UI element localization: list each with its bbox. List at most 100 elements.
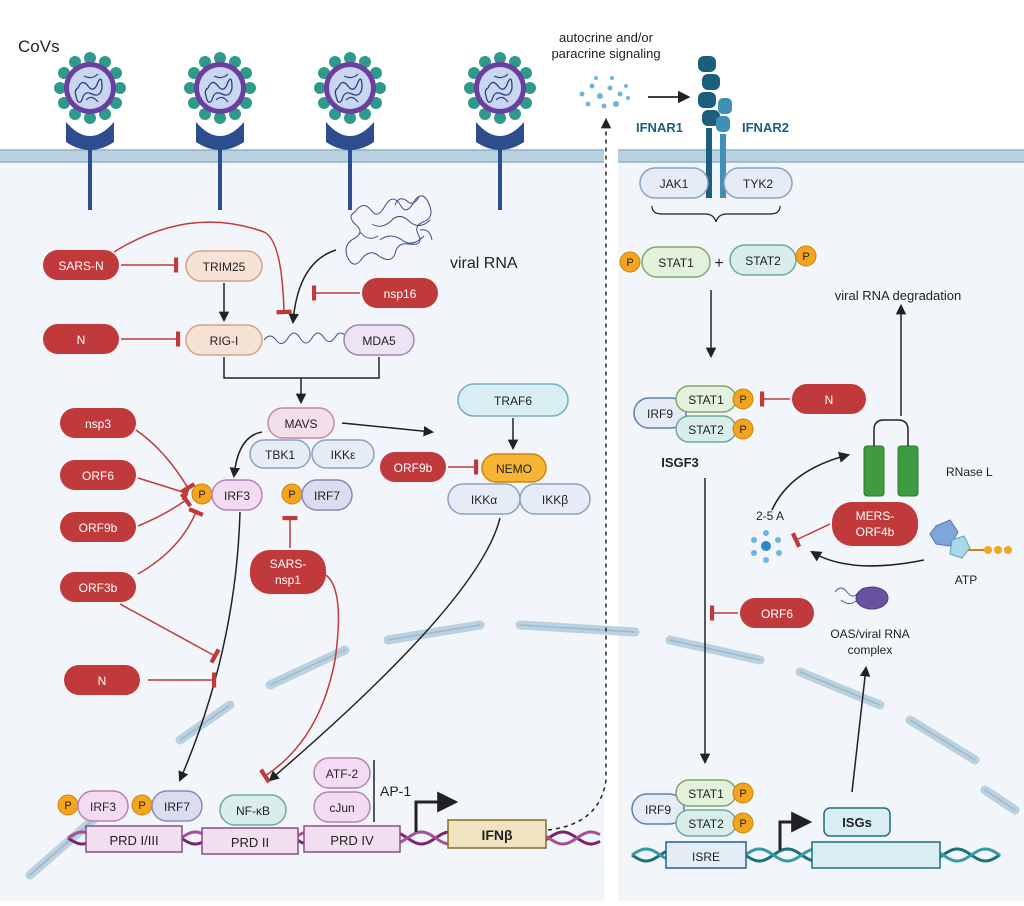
ifnar2-label: IFNAR2 — [742, 120, 789, 135]
isgs-tss-arrow — [778, 811, 813, 850]
nuc-stat2-phospho — [732, 812, 754, 834]
rna-between-rig-mda5 — [263, 332, 347, 344]
nuc-stat1-label: STAT1 — [688, 787, 724, 801]
mda5-label: MDA5 — [362, 334, 396, 348]
arrow-mavs-to-irf3 — [229, 431, 263, 479]
orf3b-label: ORF3b — [79, 581, 118, 595]
jak1-box — [639, 167, 709, 199]
prd4-box — [303, 825, 401, 853]
nuc-irf3-box — [77, 790, 129, 822]
nuc-irf7-label: IRF7 — [164, 800, 190, 814]
arrow-viral-rna-to-rig — [288, 249, 337, 325]
coronavirus-icon — [464, 52, 536, 124]
isgf3-label: ISGF3 — [661, 455, 699, 470]
oas-label-1: OAS/viral RNA — [830, 627, 909, 641]
ifnar1-label: IFNAR1 — [636, 120, 683, 135]
atp-molecule — [929, 519, 1012, 559]
viral-rna-squiggle — [345, 195, 433, 265]
sars-nsp1-label-1: SARS- — [270, 557, 307, 571]
atf2-box — [313, 757, 371, 789]
arrow-ikk-to-nfkb — [268, 517, 501, 782]
isgf3-irf9-label: IRF9 — [647, 407, 673, 421]
inhibit-orf9b-irf3 — [137, 492, 193, 527]
isgs-gene-box — [811, 841, 941, 869]
phospho-label: P — [626, 257, 633, 269]
prd4-label: PRD IV — [330, 833, 374, 848]
jak-brace — [651, 205, 781, 223]
coronavirus-icon — [314, 52, 386, 124]
viral-n-nucleus-label: N — [98, 674, 107, 688]
viral-orf3b — [60, 572, 136, 602]
viral-rna-degradation-label: viral RNA degradation — [835, 288, 961, 303]
ap1-label: AP-1 — [380, 783, 411, 799]
prd13-label: PRD I/III — [109, 833, 158, 848]
nsp3-label: nsp3 — [85, 417, 111, 431]
isgf3-stat1-label: STAT1 — [688, 393, 724, 407]
traf6-label: TRAF6 — [494, 394, 532, 408]
stat2-phospho — [795, 245, 817, 267]
arrow-isgs-to-oas — [851, 665, 871, 793]
mavs-box — [267, 407, 335, 439]
viral-sars-nsp1 — [250, 550, 326, 594]
mers-orf4b-label-1: MERS- — [856, 509, 895, 523]
tyk2-box — [723, 167, 793, 199]
ifnb-tss-arrow — [414, 791, 459, 832]
phospho-label: P — [739, 424, 746, 436]
prd13-box — [85, 825, 183, 853]
sars-nsp1-label-2: nsp1 — [275, 573, 301, 587]
traf6-box — [457, 383, 569, 417]
autocrine-label-1: autocrine and/or — [559, 30, 654, 45]
ikkb-label: IKKβ — [542, 493, 568, 507]
nuc-irf9-label: IRF9 — [645, 803, 671, 817]
rigi-box — [185, 324, 263, 356]
atf2-label: ATF-2 — [326, 767, 359, 781]
inhibit-orf3b-irf3 — [137, 507, 204, 575]
cytokine-particles — [579, 76, 630, 109]
stat1-label: STAT1 — [658, 256, 694, 270]
viral-nsp3 — [60, 408, 136, 438]
tyk2-label: TYK2 — [743, 177, 773, 191]
stat1-phospho — [619, 251, 641, 273]
jak1-label: JAK1 — [660, 177, 689, 191]
arrow-irf3-to-nucleus — [178, 511, 241, 782]
viral-n-isgf3 — [792, 384, 866, 414]
phospho-label: P — [802, 251, 809, 263]
receptor-4 — [476, 122, 524, 210]
irf3-label: IRF3 — [224, 489, 250, 503]
cjun-label: cJun — [329, 801, 354, 815]
orf6-right-label: ORF6 — [761, 607, 793, 621]
ifnb-gene-box — [447, 819, 547, 849]
ikka-label: IKKα — [471, 493, 497, 507]
inhibit-orf4b-2-5a — [790, 523, 831, 548]
viral-nsp16 — [362, 278, 438, 308]
phospho-label: P — [138, 800, 145, 812]
ifnar2-receptor — [716, 98, 732, 198]
plus-sign: + — [714, 255, 723, 272]
sars-n-label: SARS-N — [58, 259, 103, 273]
ifnar1-receptor — [698, 56, 720, 198]
mers-orf4b-label-2: ORF4b — [856, 525, 895, 539]
nuc-irf3-label: IRF3 — [90, 800, 116, 814]
phospho-label: P — [288, 489, 295, 501]
viral-rna-label: viral RNA — [450, 255, 518, 272]
two-five-a-molecules — [751, 530, 782, 563]
inhibit-nsp3-irf3 — [135, 429, 196, 494]
isgs-label-box — [823, 807, 891, 837]
atp-label: ATP — [955, 573, 977, 587]
arrow-atp-to-2-5a — [810, 550, 925, 567]
ikke-box — [311, 439, 375, 469]
prd2-label: PRD II — [231, 835, 269, 850]
isgf3-stat2-phospho — [732, 418, 754, 440]
coronavirus-icon — [54, 52, 126, 124]
phospho-label: P — [739, 788, 746, 800]
inhibit-orf3b-nucleus — [119, 603, 221, 664]
autocrine-label-2: paracrine signaling — [551, 46, 660, 61]
nemo-label: NEMO — [496, 462, 532, 476]
phospho-label: P — [64, 800, 71, 812]
rigi-label: RIG-I — [210, 334, 239, 348]
ikkb-box — [519, 483, 591, 515]
tbk1-label: TBK1 — [265, 448, 295, 462]
viral-n-rig — [43, 324, 119, 354]
isre-label: ISRE — [692, 850, 720, 864]
